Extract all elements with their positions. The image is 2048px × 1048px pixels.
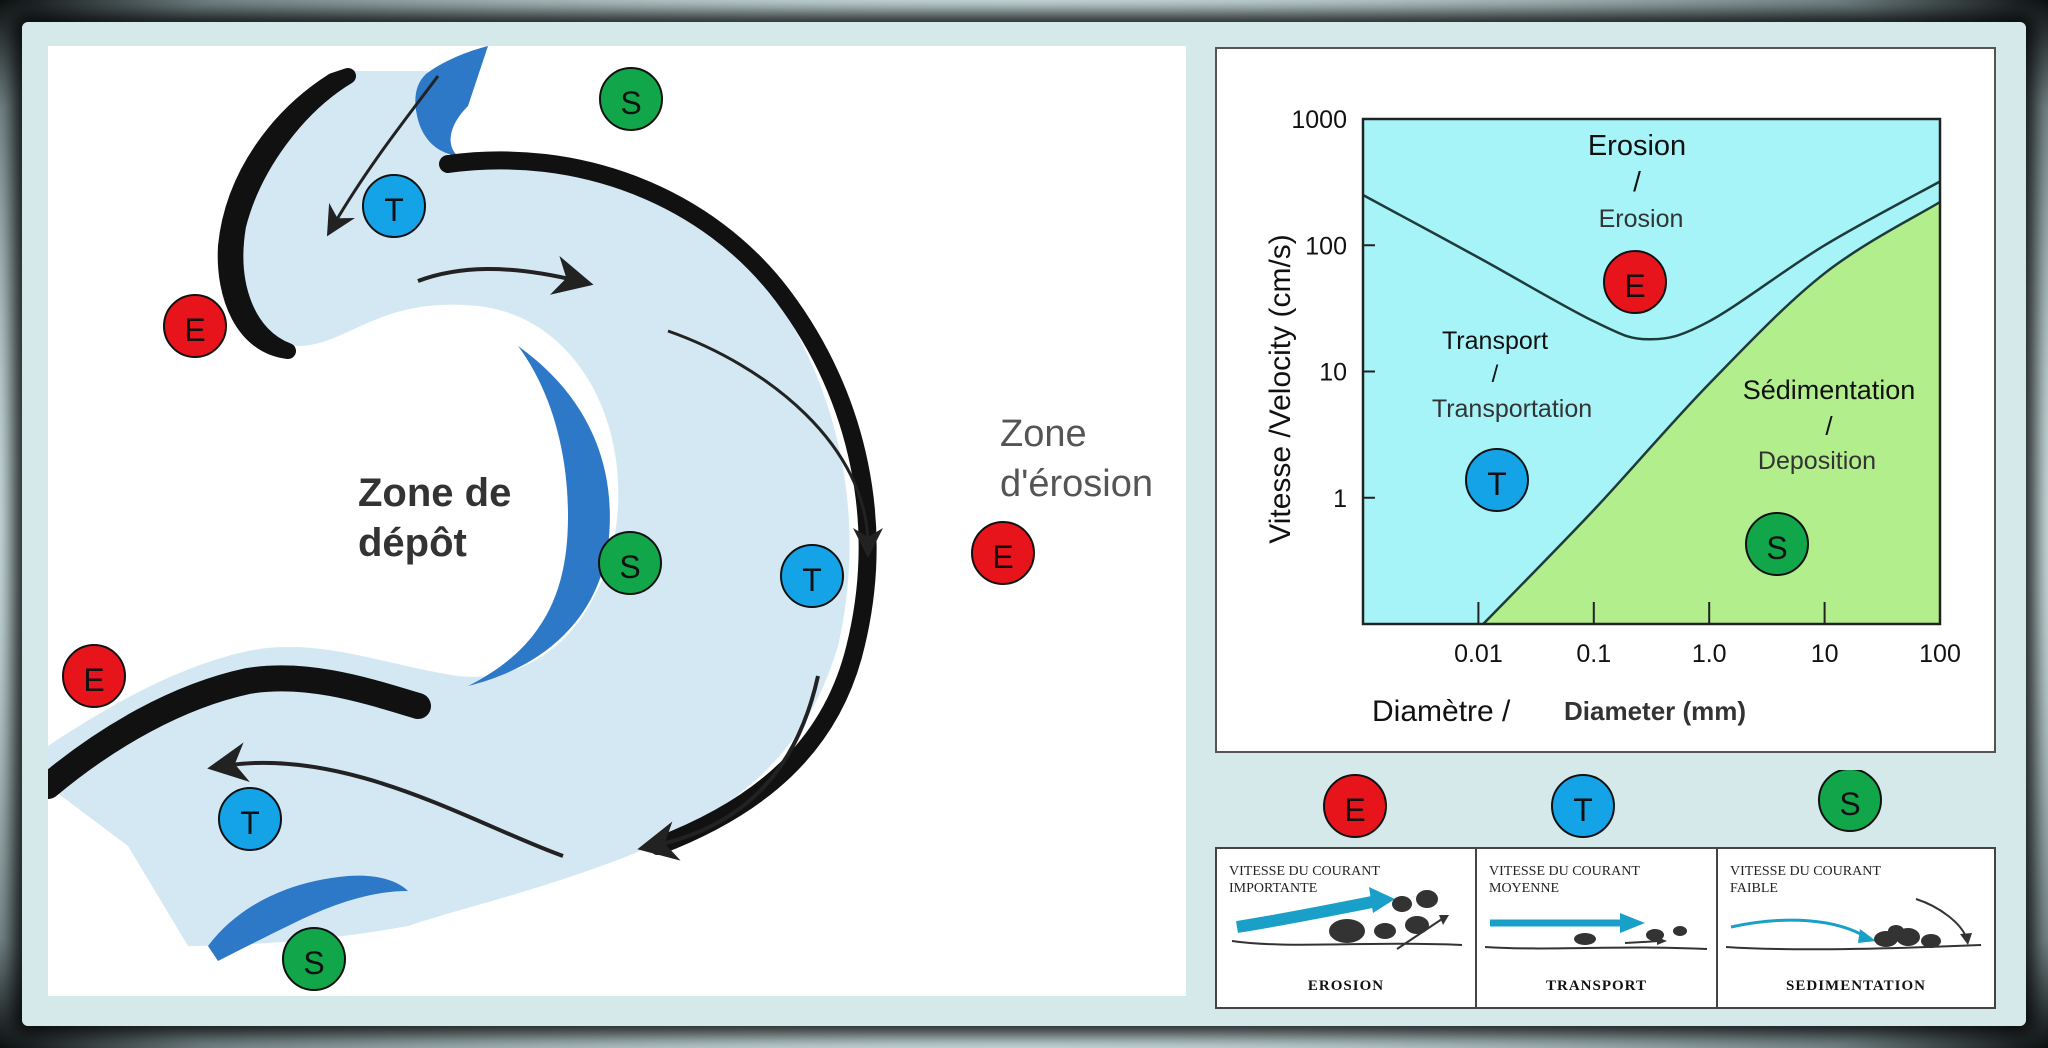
svg-text:E: E	[1344, 792, 1365, 828]
svg-text:T: T	[1573, 792, 1593, 828]
sedimentation-badge: S	[1818, 770, 1882, 832]
x-axis-label-en: Diameter (mm)	[1564, 696, 1746, 726]
y-tick-label: 100	[1305, 232, 1347, 260]
legend-erosion-label: EROSION	[1307, 978, 1385, 994]
svg-text:T: T	[240, 805, 260, 841]
y-axis-label: Vitesse /Velocity (cm/s)	[1264, 234, 1297, 544]
deposition-threshold-curve	[1482, 200, 1941, 625]
sedimentation-badge: S	[1745, 512, 1809, 576]
sedimentation-region-subtitle: Deposition	[1758, 447, 1876, 475]
sedimentation-badge: S	[598, 531, 662, 595]
hjulstrom-chart-panel: 1 10 100 1000 0.01 0.1 1.0 10 100 Vitesse /Veloc…	[1215, 47, 1996, 753]
sedimentation-region	[1483, 202, 1940, 624]
sedimentation-illustration	[1726, 898, 1982, 951]
flow-arrow-2	[417, 255, 594, 295]
x-tick-label: 1.0	[1692, 640, 1727, 668]
flow-arrow-4	[637, 675, 820, 861]
transport-badge: T	[362, 174, 426, 238]
zone-depot-label-line1: Zone de	[358, 471, 511, 515]
svg-text:E: E	[1624, 268, 1645, 304]
svg-text:S: S	[1839, 786, 1860, 822]
legend-sedimentation-cell: Vitesse du courantfaible SEDIMENTATION	[1718, 849, 1994, 1007]
erosion-illustration	[1231, 887, 1463, 950]
process-legend-strip: Vitesse du courantimportante EROSION Vit…	[1215, 847, 1996, 1009]
sedimentation-region-title: Sédimentation	[1743, 375, 1916, 405]
zone-erosion-label-line1: Zone	[1000, 413, 1087, 455]
svg-text:E: E	[992, 539, 1013, 575]
svg-text:E: E	[184, 312, 205, 348]
erosion-badge: E	[62, 644, 126, 708]
transport-badge: T	[1551, 774, 1615, 838]
erosion-badge: E	[1323, 774, 1387, 838]
x-tick-label: 100	[1919, 640, 1961, 668]
legend-erosion-cell: Vitesse du courantimportante EROSION	[1217, 849, 1477, 1007]
transport-badge: T	[780, 544, 844, 608]
svg-text:E: E	[83, 662, 104, 698]
x-tick-label: 0.01	[1454, 640, 1503, 668]
sedimentation-badge: S	[599, 67, 663, 131]
svg-text:S: S	[1766, 530, 1787, 566]
x-axis-label-fr: Diamètre /	[1372, 695, 1511, 728]
sedimentation-badge: S	[282, 927, 346, 991]
svg-text:S: S	[619, 549, 640, 585]
transport-region-subtitle: Transportation	[1432, 395, 1592, 423]
legend-transport-speed: Vitesse du courantmoyenne	[1489, 864, 1640, 896]
svg-text:S: S	[620, 85, 641, 121]
erosion-bank-outer	[439, 151, 877, 855]
erosion-region-subtitle: Erosion	[1599, 205, 1684, 233]
deposit-bank-top	[415, 46, 488, 156]
legend-transport-label: TRANSPORT	[1546, 978, 1647, 994]
deposit-bank-bottom	[208, 875, 408, 961]
y-tick-label: 10	[1319, 359, 1347, 387]
legend-transport-cell: Vitesse du courantmoyenne TRANSPORT	[1477, 849, 1718, 1007]
sedimentation-region-separator: /	[1825, 411, 1833, 441]
transport-badge: T	[1465, 448, 1529, 512]
legend-badges: E T S	[1323, 770, 1882, 838]
zone-depot-label-line2: dépôt	[358, 521, 467, 565]
y-tick-label: 1	[1333, 485, 1347, 513]
transport-region-title: Transport	[1442, 327, 1548, 355]
transport-illustration	[1485, 913, 1708, 950]
erosion-threshold-curve	[1362, 180, 1941, 341]
legend-sedimentation-label: SEDIMENTATION	[1786, 978, 1926, 994]
erosion-badge: E	[163, 294, 227, 358]
river-water	[48, 71, 850, 946]
hjulstrom-chart: 1 10 100 1000 0.01 0.1 1.0 10 100 Vitesse /Veloc…	[1264, 106, 1961, 728]
svg-text:S: S	[303, 945, 324, 981]
svg-text:T: T	[1487, 466, 1507, 502]
legend-sedimentation-speed: Vitesse du courantfaible	[1730, 864, 1881, 896]
svg-text:T: T	[384, 192, 404, 228]
flow-arrow-3	[667, 329, 883, 558]
river-meander-panel: Zone de dépôt Zone d'érosion S T E S T E…	[35, 46, 1186, 996]
x-tick-label: 10	[1811, 640, 1839, 668]
legend-erosion-speed: Vitesse du courantimportante	[1229, 864, 1380, 896]
erosion-region-title: Erosion	[1588, 130, 1686, 162]
transport-badge: T	[218, 787, 282, 851]
y-tick-label: 1000	[1291, 106, 1347, 134]
deposit-bank-inner	[468, 346, 610, 686]
river-meander-diagram: Zone de dépôt Zone d'érosion S T E S T E…	[35, 46, 1153, 991]
transport-region-separator: /	[1492, 361, 1499, 388]
flow-arrow-5	[207, 742, 564, 858]
erosion-bank-bottom-left	[35, 665, 431, 799]
erosion-badge: E	[1603, 250, 1667, 314]
erosion-badge: E	[971, 521, 1035, 585]
zone-erosion-label-line2: d'érosion	[1000, 463, 1153, 505]
erosion-region-separator: /	[1633, 166, 1641, 197]
erosion-bank-top-left	[217, 68, 356, 359]
svg-text:T: T	[802, 562, 822, 598]
x-tick-label: 0.1	[1576, 640, 1611, 668]
flow-arrow-1	[326, 75, 440, 237]
